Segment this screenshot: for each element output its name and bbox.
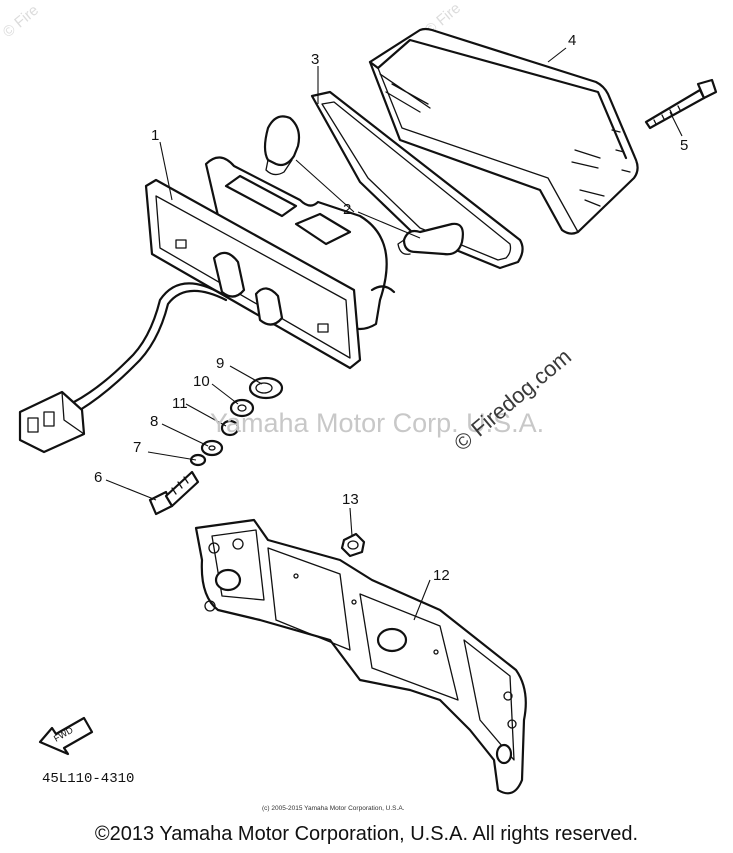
part-4-lens-cover [368,27,639,235]
callout-6: 6 [94,469,102,486]
callout-10: 10 [193,373,210,390]
part-10-washer [229,398,255,418]
part-11-collar [220,419,240,437]
part-3-gasket [310,90,524,270]
corner-watermark-left: © Fire [0,2,42,41]
part-2-bulbs [263,115,464,256]
part-1-base-plate [144,156,396,370]
callout-11: 11 [172,395,188,412]
site-watermark: © Firedog.com [449,344,576,456]
copyright-notice: ©2013 Yamaha Motor Corporation, U.S.A. A… [94,823,639,845]
callout-leaders [105,47,683,621]
center-watermark: Yamaha Motor Corp. U.S.A. [210,408,544,438]
part-8-washer [200,439,224,457]
callout-1: 1 [151,127,159,144]
part-7-lock-washer [189,453,207,467]
diagram-code: 45L110-4310 [42,771,134,787]
callout-13: 13 [342,491,359,508]
part-13-nut [340,532,366,558]
callout-2: 2 [343,201,351,218]
callout-5: 5 [680,137,688,154]
callout-4: 4 [568,32,576,49]
fwd-arrow-icon: FWD [38,716,94,756]
part-9-grommet [248,376,284,400]
part-12-bracket [194,518,527,795]
callout-7: 7 [133,439,141,456]
callout-9: 9 [216,355,224,372]
part-5-screw [644,78,718,130]
callout-3: 3 [311,51,319,68]
small-copyright: (c) 2005-2015 Yamaha Motor Corporation, … [262,805,405,812]
part-6-bolt [148,470,200,516]
callout-8: 8 [150,413,158,430]
wire-harness [18,282,228,454]
callout-12: 12 [433,567,450,584]
